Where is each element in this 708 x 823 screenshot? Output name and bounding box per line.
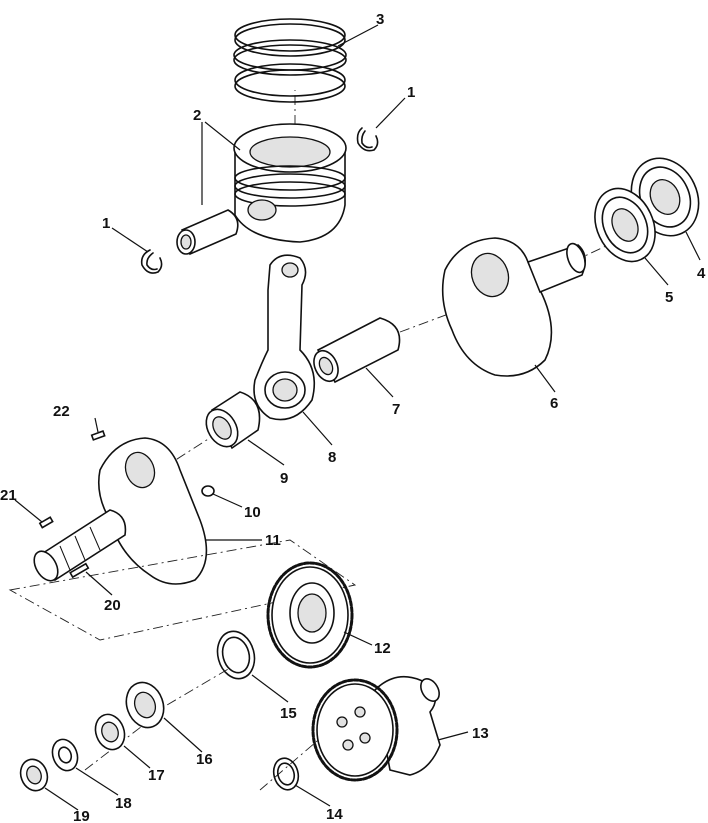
piston-pin (176, 209, 239, 256)
callout-10: 10 (244, 504, 261, 521)
crankshaft-half-right (441, 237, 586, 377)
callout-12: 12 (374, 640, 391, 657)
callout-11: 11 (265, 532, 281, 549)
piston (233, 123, 347, 243)
callout-5: 5 (665, 289, 673, 306)
callout-9: 9 (280, 470, 288, 487)
callout-8: 8 (328, 449, 336, 466)
callout-22: 22 (53, 403, 70, 420)
ball-bearing-inner (594, 187, 656, 263)
small-pins (38, 430, 215, 579)
callout-13: 13 (472, 725, 489, 742)
connecting-rod (253, 254, 316, 421)
callout-21: 21 (0, 487, 17, 504)
callout-17: 17 (148, 767, 165, 784)
callout-14: 14 (326, 806, 343, 823)
callout-1-left: 1 (102, 215, 110, 232)
gear-nut (125, 681, 165, 729)
callout-15: 15 (280, 705, 297, 722)
drive-gear (266, 561, 354, 669)
crankshaft-half-left (33, 437, 208, 585)
callout-20: 20 (104, 597, 121, 614)
callout-2: 2 (193, 107, 201, 124)
crank-pin (313, 317, 401, 384)
leader-lines (14, 24, 701, 811)
collar (94, 713, 126, 751)
thrust-washer (216, 630, 256, 680)
callout-3: 3 (376, 11, 384, 28)
callout-1-right: 1 (407, 84, 415, 101)
small-washer (51, 738, 79, 772)
dowel-ball (201, 485, 215, 497)
retaining-ring (272, 757, 300, 791)
key-21 (38, 516, 54, 529)
callout-4: 4 (697, 265, 706, 282)
oil-seal (19, 758, 49, 792)
key-20 (69, 562, 90, 579)
needle-bearing (205, 391, 261, 450)
circlip-left (140, 249, 163, 274)
callout-7: 7 (392, 401, 400, 418)
callout-19: 19 (73, 808, 90, 823)
callout-18: 18 (115, 795, 132, 812)
callout-labels: 3 1 2 1 4 5 6 7 8 9 10 22 21 20 11 12 15… (0, 11, 706, 823)
piston-rings (233, 18, 347, 103)
balancer-shaft (311, 675, 441, 782)
callout-16: 16 (196, 751, 213, 768)
circlip-right (356, 127, 379, 152)
callout-6: 6 (550, 395, 558, 412)
assembly-outline (8, 539, 357, 641)
key-22 (90, 430, 106, 441)
